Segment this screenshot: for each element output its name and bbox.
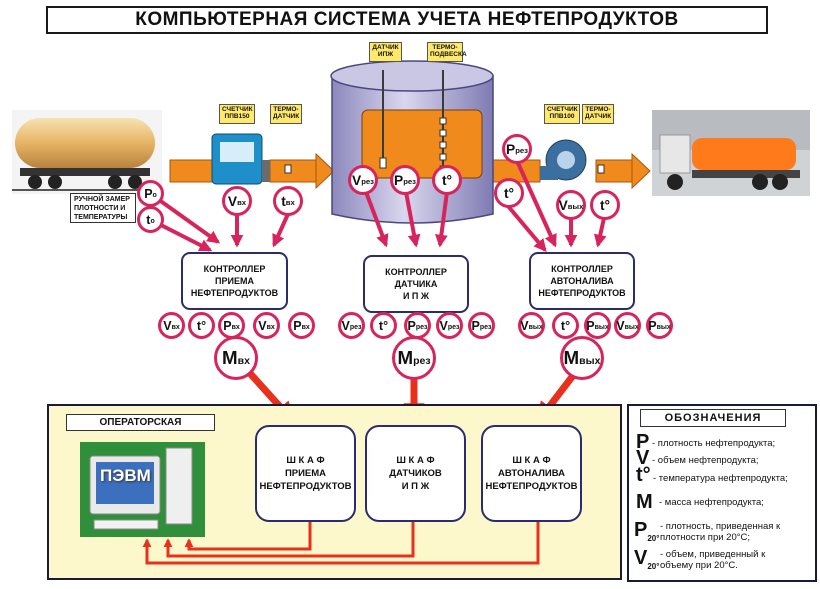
inlet-pipeline [169, 152, 335, 190]
legend-density20-symbol: P20° [634, 519, 660, 543]
legend-density20-text: - плотность, приведенная к плотности при… [660, 521, 781, 543]
outlet-thermo-tag: ТЕРМО- ДАТЧИК [582, 104, 614, 124]
param-t-in: t° [188, 312, 215, 339]
manual-measure-label: РУЧНОЙ ЗАМЕР ПЛОТНОСТИ И ТЕМПЕРАТУРЫ [70, 193, 136, 223]
legend-volume20-symbol: V20° [634, 547, 660, 571]
outlet-flow-meter [540, 139, 587, 181]
page-title: КОМПЬЮТЕРНАЯ СИСТЕМА УЧЕТА НЕФТЕПРОДУКТО… [46, 6, 768, 34]
fuel-truck-image [652, 110, 810, 196]
temperature-out-tank-badge: t° [494, 178, 524, 208]
legend-volume-symbol: V [636, 447, 650, 469]
operator-room-label: ОПЕРАТОРСКАЯ [66, 414, 215, 431]
inlet-counter-tag: СЧЕТЧИК ППВ150 [219, 104, 255, 124]
legend-temperature-text: - температура нефтепродукта; [653, 473, 788, 484]
dispense-controller: КОНТРОЛЛЕР АВТОНАЛИВА НЕФТЕПРОДУКТОВ [529, 252, 635, 310]
legend-panel [627, 404, 817, 582]
legend-volume20-text: - объем, приведенный к объему при 20°С. [660, 549, 766, 571]
outlet-counter-tag: СЧЕТЧИК ППВ100 [544, 104, 580, 124]
pc-label: ПЭВМ [100, 466, 151, 485]
feedback-lines [142, 520, 540, 565]
legend-temperature-symbol: t° [636, 464, 651, 486]
legend-mass-text: - масса нефтепродукта; [659, 497, 764, 508]
param-t-out: t° [552, 312, 579, 339]
temperature-out-badge: t° [590, 190, 620, 220]
outlet-thermo-sensor [597, 164, 605, 174]
legend-density-symbol: P [636, 431, 650, 453]
pc-workstation-image [80, 442, 205, 537]
param-t-tank: t° [370, 312, 397, 339]
inlet-thermo-tag: ТЕРМО- ДАТЧИК [270, 104, 302, 124]
sensors-cabinet: Ш К А Ф ДАТЧИКОВ И П Ж [365, 425, 466, 522]
signal-arrows [153, 162, 607, 252]
legend-density-text: - плотность нефтепродукта; [652, 438, 776, 449]
intake-controller: КОНТРОЛЛЕР ПРИЕМА НЕФТЕПРОДУКТОВ [181, 252, 288, 310]
dispense-cabinet: Ш К А Ф АВТОНАЛИВА НЕФТЕПРОДУКТОВ [481, 425, 582, 522]
intake-cabinet: Ш К А Ф ПРИЕМА НЕФТЕПРОДУКТОВ [255, 425, 356, 522]
inlet-flow-meter [211, 133, 270, 185]
ipzh-sensor-tag: ДАТЧИК ИПЖ [369, 42, 402, 62]
thermo-suspension-tag: ТЕРМО- ПОДВЕСКА [427, 42, 467, 62]
legend-title: ОБОЗНАЧЕНИЯ [640, 409, 786, 427]
legend-mass-symbol: M [636, 491, 653, 513]
temperature-tank-badge: t° [432, 165, 462, 195]
legend-volume-text: - объем нефтепродукта; [652, 455, 759, 466]
inlet-thermo-sensor [284, 164, 292, 174]
